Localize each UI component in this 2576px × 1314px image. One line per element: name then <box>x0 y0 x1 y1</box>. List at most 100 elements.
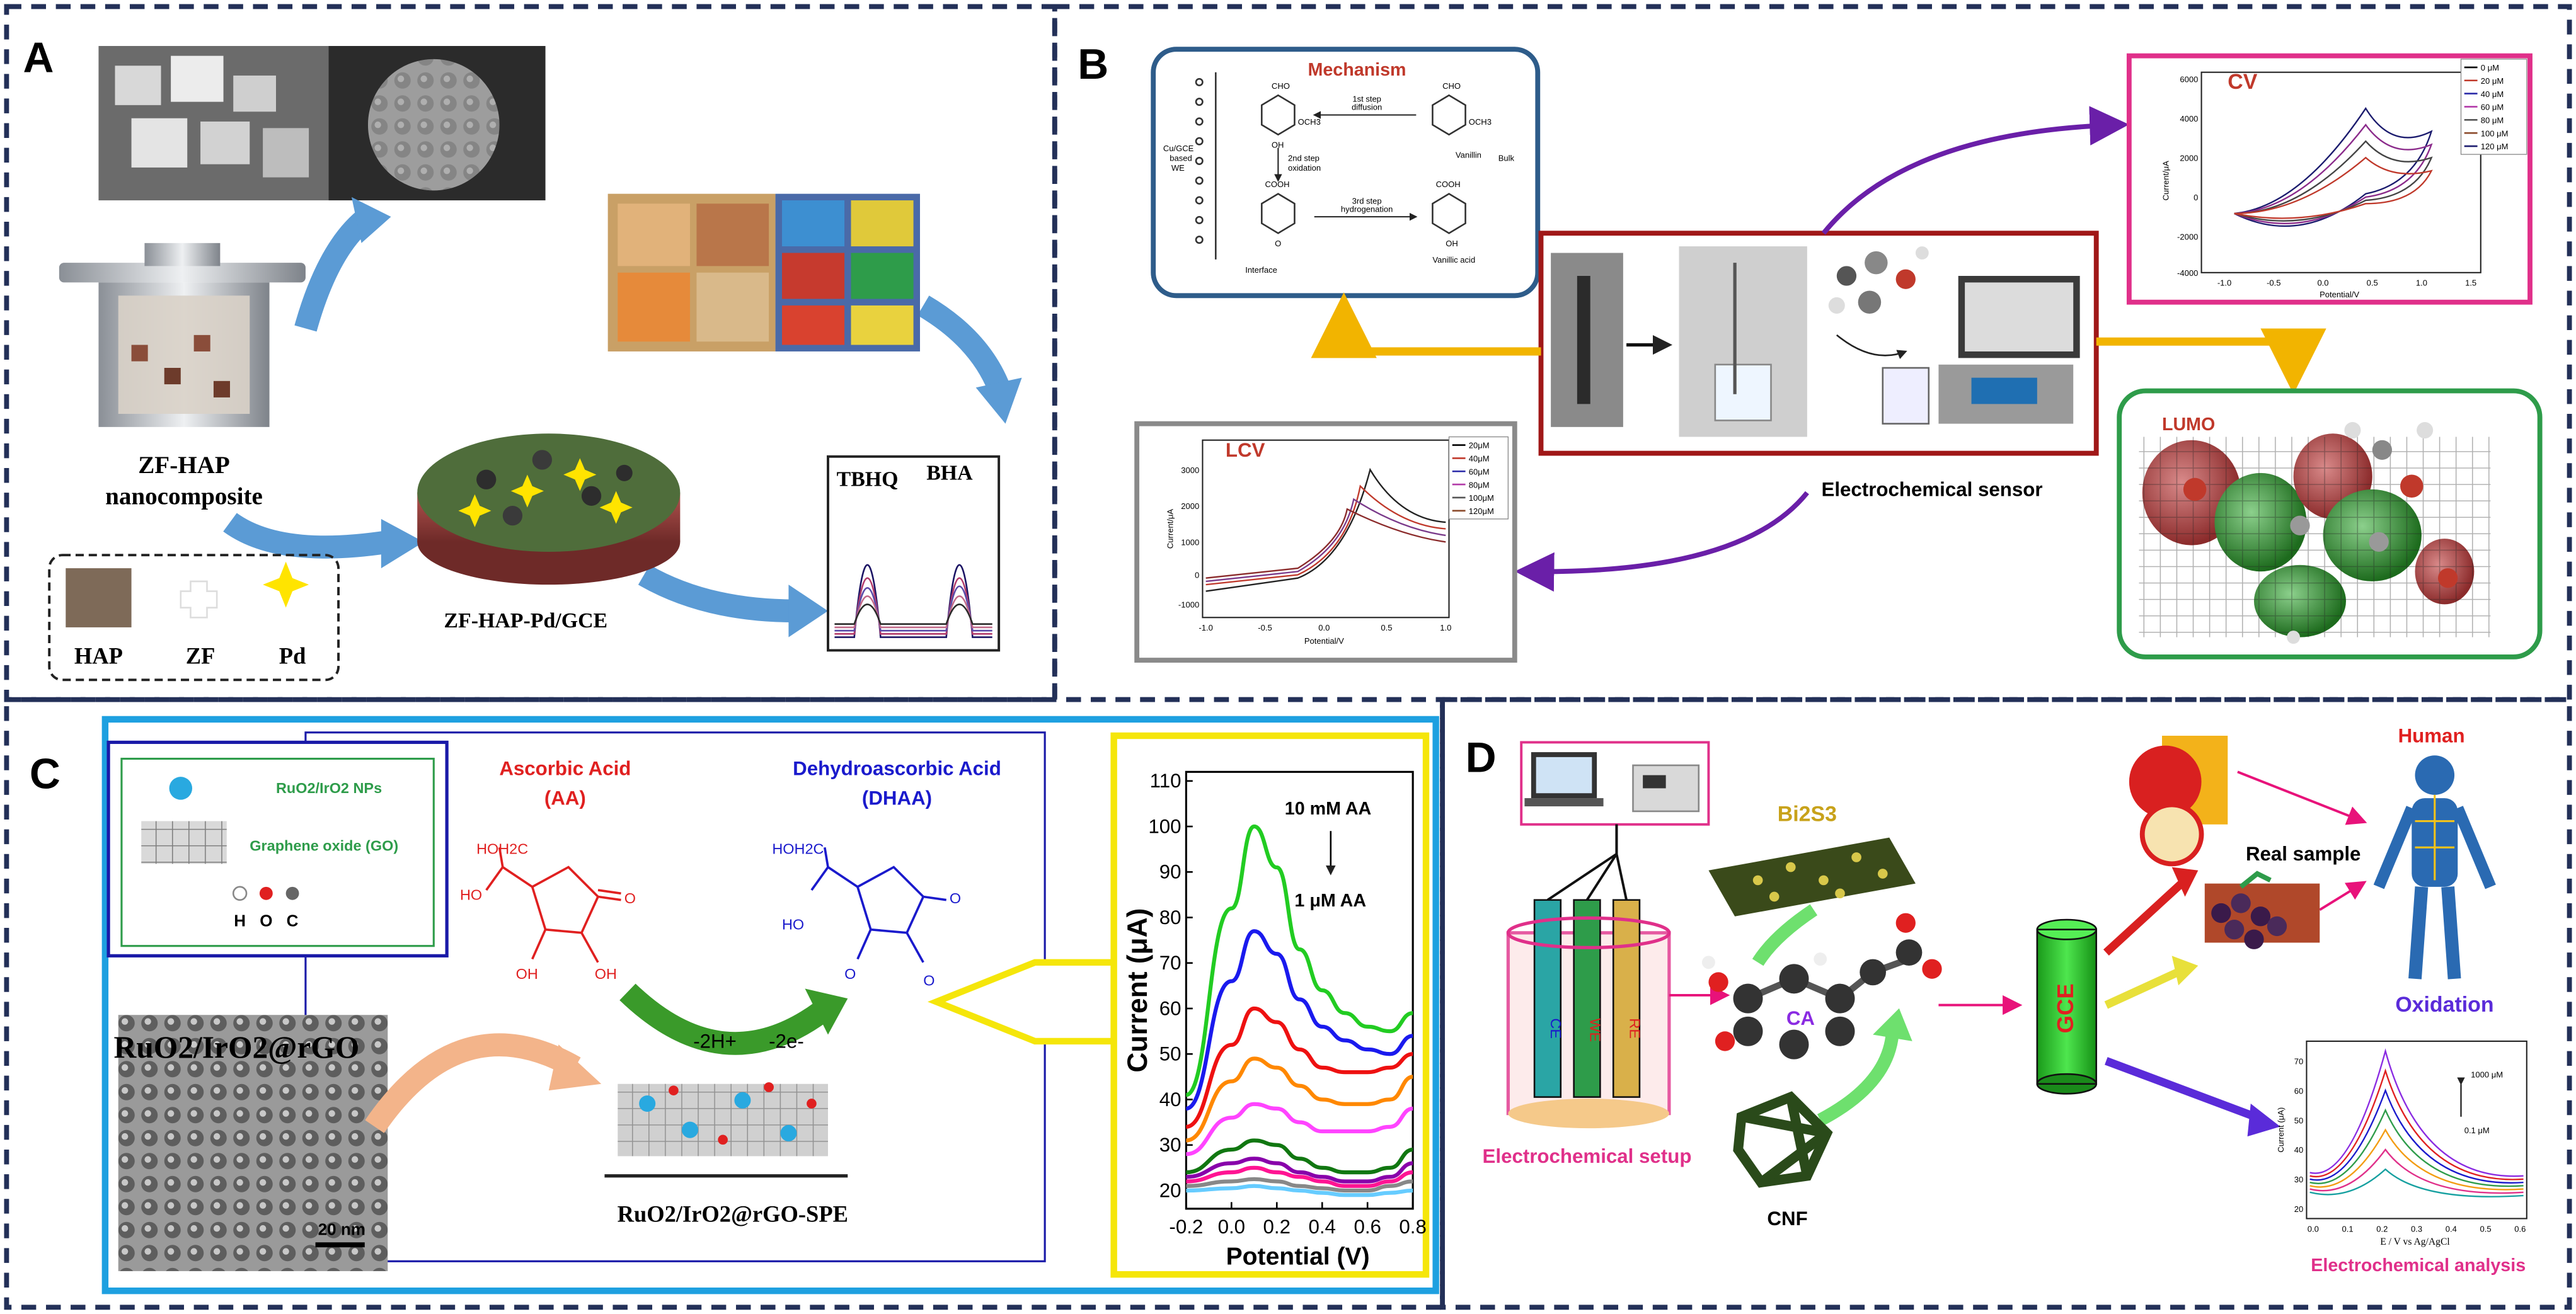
aa-structure <box>485 847 621 963</box>
real-sample-label: Real sample <box>2246 843 2360 865</box>
series-line-7 <box>1186 1165 1413 1188</box>
xtick-label-2: 0.2 <box>1263 1216 1291 1238</box>
arrow-food-to-chromatogram <box>917 295 1010 392</box>
group-och3-left: OCH3 <box>1298 117 1321 127</box>
composite-label-line2: nanocomposite <box>105 483 263 510</box>
panel-letter-d: D <box>1466 734 1497 781</box>
series-line-2 <box>1185 1006 1413 1129</box>
modified-electrode <box>604 1082 848 1178</box>
cv-ytick-1: 4000 <box>2180 114 2198 123</box>
dhaa-group-o-left: O <box>844 966 856 982</box>
electrode-re-label: RE <box>1626 1018 1643 1039</box>
aa-group-o: O <box>624 890 636 906</box>
dpv-d-ylabel: Current (μA) <box>2276 1107 2286 1153</box>
analysis-label: Electrochemical analysis <box>2311 1255 2526 1276</box>
ytick-label-0: 20 <box>1159 1179 1182 1201</box>
ytick-label-9: 110 <box>1150 770 1182 792</box>
atom-h-label: H <box>234 911 246 930</box>
ytick-label-6: 80 <box>1159 906 1182 928</box>
material-label: RuO2/IrO2@rGO <box>113 1030 359 1065</box>
legend-hap: HAP <box>74 643 123 668</box>
reaction-protons: -2H+ <box>693 1030 737 1052</box>
dpv-d-ytick-5: 20 <box>2294 1204 2303 1214</box>
series-line-0 <box>1185 824 1413 1097</box>
molecule-acid-left <box>1260 193 1296 234</box>
lcv-ytick-4: -1000 <box>1178 600 1199 610</box>
dpv-d-ytick-0: 70 <box>2294 1056 2303 1066</box>
cv-xtick-1: -0.5 <box>2267 278 2280 288</box>
atom-o-icon <box>259 886 273 900</box>
composite-label-line1: ZF-HAP <box>138 452 230 479</box>
mechanism-title: Mechanism <box>1308 60 1406 80</box>
electrode-name: RuO2/IrO2@rGO-SPE <box>618 1201 848 1227</box>
cv-xlabel: Potential/V <box>2320 290 2359 299</box>
xtick-label-4: 0.6 <box>1354 1216 1381 1238</box>
lcv-ylabel: Current/μA <box>1165 509 1175 549</box>
panel-d: D CE WE RE Electrochemical setup Bi2S3 <box>1466 724 2527 1276</box>
lcv-legend-3: 80μM <box>1469 480 1490 489</box>
tem-image <box>118 1015 388 1271</box>
cv-ytick-0: 6000 <box>2180 74 2198 84</box>
dpv-d-curves <box>2309 1048 2524 1197</box>
we-label-1: Cu/GCE <box>1163 144 1194 153</box>
grapes-image <box>2204 871 2320 949</box>
electrode-we-label: WE <box>1587 1018 1604 1042</box>
reaction-arrow <box>619 983 829 1055</box>
ytick-label-1: 30 <box>1159 1134 1182 1156</box>
arrow-to-mechanism <box>1311 292 1541 358</box>
lcv-yticks: 3000 2000 1000 0 -1000 <box>1178 466 1199 610</box>
lcv-xtick-3: 0.5 <box>1381 623 1392 632</box>
mechanism-box <box>1151 47 1541 299</box>
human-figure <box>2373 755 2496 980</box>
cv-legend-0: 0 μM <box>2481 63 2499 72</box>
lcv-title: LCV <box>1226 439 1265 461</box>
cv-title: CV <box>2228 70 2257 94</box>
lcv-legend-2: 60μM <box>1469 467 1490 476</box>
dhaa-group-hoh2c: HOH2C <box>772 841 824 857</box>
arrow-to-sem <box>294 207 376 332</box>
annotation-bottom: 1 μM AA <box>1294 891 1366 911</box>
cv-legend-2: 40 μM <box>2481 89 2504 99</box>
panel-letter-c: C <box>30 750 60 797</box>
dhaa-group-ho: HO <box>782 917 804 933</box>
arrow-to-lumo <box>2096 328 2326 394</box>
dhaa-group-o-bottom: O <box>923 972 934 988</box>
xtick-label-0: -0.2 <box>1169 1216 1203 1238</box>
panel-a-legend <box>48 554 340 682</box>
lcv-ytick-2: 1000 <box>1181 538 1199 547</box>
aa-group-ho: HO <box>460 887 482 903</box>
group-cho-left: CHO <box>1272 81 1290 91</box>
step3-label: 3rd step <box>1352 196 1382 205</box>
arrow-cnf-to-ca <box>1817 1031 1899 1126</box>
ytick-label-2: 40 <box>1159 1088 1182 1111</box>
scale-bar-label: 20 nm <box>318 1220 365 1239</box>
dhaa-abbr: (DHAA) <box>862 787 932 809</box>
dpv-d-xtick-6: 0.6 <box>2514 1224 2526 1233</box>
arrow-grapes-to-human <box>2319 881 2367 911</box>
cv-xtick-5: 1.5 <box>2465 278 2476 288</box>
cv-curves <box>2234 106 2433 227</box>
aa-group-hoh2c: HOH2C <box>476 841 528 857</box>
arrow-to-electrode <box>223 513 390 559</box>
dpv-d-ytick-4: 30 <box>2294 1175 2303 1184</box>
panel-a: A ZF-HAP nanocomposite ZF-HAP-Pd/ <box>23 35 1022 682</box>
lcv-xtick-1: -0.5 <box>1258 623 1272 632</box>
cnf-network <box>1733 1091 1833 1188</box>
panel-b: B Mechanism Cu/GCE based WE CHO CHO OH O… <box>1078 41 2543 663</box>
lcv-ytick-1: 2000 <box>1181 501 1199 511</box>
cv-legend-items: 0 μM 20 μM 40 μM 60 μM 80 μM 100 μM 120 … <box>2464 63 2508 151</box>
electrode-disk <box>417 433 681 585</box>
atom-o-label: O <box>260 911 272 930</box>
arrow-gce-to-analysis <box>2105 1057 2265 1124</box>
vanillin-label: Vanillin <box>1456 150 1481 159</box>
dhaa-title: Dehydroascorbic Acid <box>793 758 1001 780</box>
cv-xtick-0: -1.0 <box>2217 278 2231 288</box>
series-line-8 <box>1186 1177 1413 1193</box>
cv-xtick-4: 1.0 <box>2416 278 2427 288</box>
callout-arrow <box>928 959 1117 1045</box>
setup-label: Electrochemical setup <box>1483 1145 1692 1167</box>
arrow-gce-to-grapes <box>2104 965 2187 1009</box>
dpv-d-ytick-1: 60 <box>2294 1086 2303 1095</box>
atom-h-icon <box>232 886 248 901</box>
